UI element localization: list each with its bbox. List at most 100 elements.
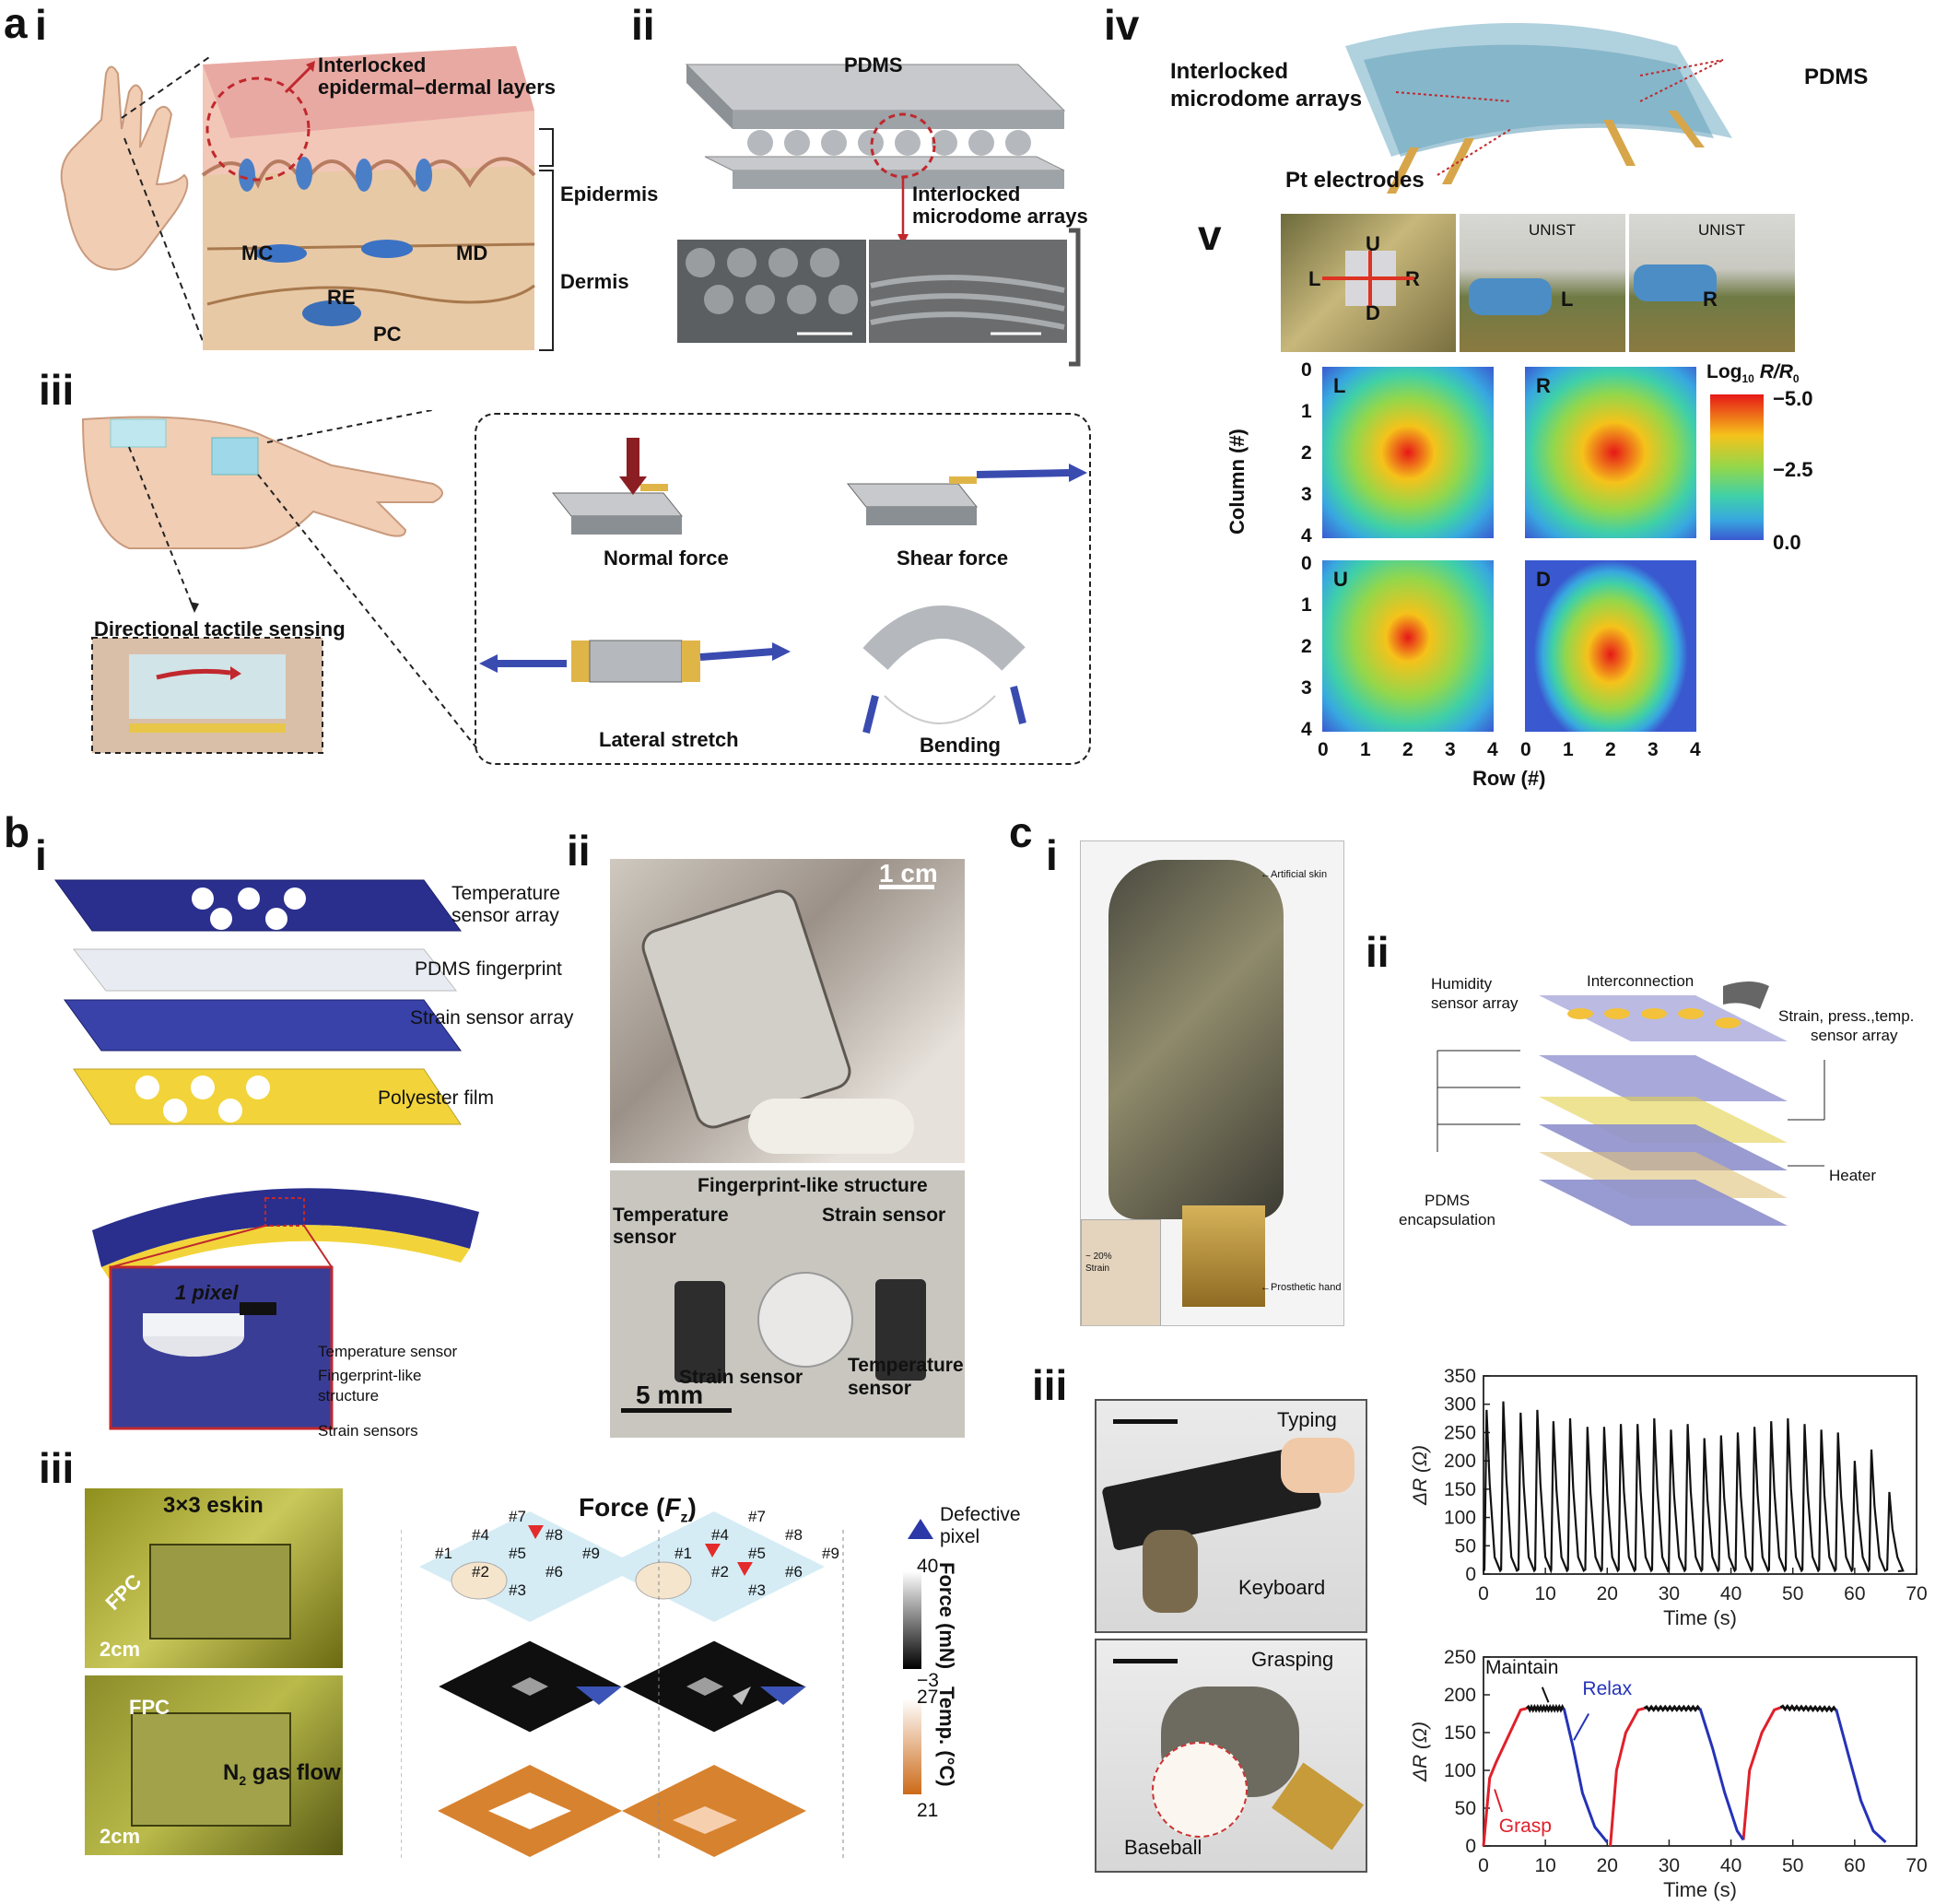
- directional-tactile-label: Directional tactile sensing: [94, 617, 346, 641]
- bending-arrow-left: [862, 695, 879, 734]
- pdms-encapsulation-label-1: PDMS: [1425, 1192, 1471, 1209]
- panel-b-ii-label: ii: [567, 827, 591, 875]
- photo-typing: Typing Keyboard: [1095, 1399, 1367, 1633]
- x-tick-4-left: 4: [1487, 739, 1498, 760]
- panel-c-i-label: i: [1046, 831, 1058, 879]
- x-tick-label: 0: [1478, 1583, 1489, 1604]
- grasp-arrow: [1494, 1789, 1504, 1813]
- y-tick-label: 300: [1444, 1394, 1476, 1416]
- pdms-encapsulation-label-2: encapsulation: [1399, 1211, 1495, 1228]
- zoom-line-top: [121, 54, 213, 119]
- series-relax-line: [1562, 1708, 1609, 1843]
- x-tick-label: 60: [1844, 1583, 1865, 1604]
- grasping-label: Grasping: [1251, 1648, 1334, 1671]
- y-tick-2-top: 2: [1301, 442, 1312, 464]
- photo-r-label: R: [1703, 288, 1718, 311]
- panel-a-ii-label: ii: [631, 1, 655, 49]
- x-tick-label: 0: [1478, 1855, 1489, 1876]
- pixel-label: 1 pixel: [175, 1281, 239, 1304]
- epidermis-label: Epidermis: [560, 182, 659, 206]
- fpc-label-1: FPC: [100, 1569, 147, 1615]
- heatmap-r-label: R: [1536, 374, 1551, 397]
- y-tick-1-bot: 1: [1301, 594, 1312, 616]
- ruffini-ending: [255, 244, 307, 263]
- photo-eskin: 3×3 eskin FPC 2cm: [85, 1488, 343, 1668]
- interlocked-label: Interlocked: [318, 53, 427, 76]
- lateral-stretch-label: Lateral stretch: [599, 728, 739, 751]
- pdms-fingerprint-label: PDMS fingerprint: [415, 958, 562, 980]
- plot-frame: [1483, 1375, 1917, 1575]
- y-tick-label: 0: [1465, 1836, 1476, 1857]
- temp-min-tick: 21: [917, 1800, 939, 1821]
- strain-sensor-array-layer: [64, 999, 462, 1052]
- humidity-label-2: sensor array: [1431, 994, 1519, 1012]
- microdome-label-iv: microdome arrays: [1170, 87, 1363, 112]
- defective-pixel-icon: [908, 1519, 933, 1539]
- series-maintain-line: [1525, 1703, 1566, 1713]
- force-temp-pixel-maps: [401, 1511, 844, 1862]
- wrist-sensor-illustration: [81, 410, 479, 754]
- series-grasp-line: [1482, 1707, 1528, 1847]
- pacinian-corpuscle: [302, 300, 361, 326]
- panel-letter-a: a: [4, 0, 28, 47]
- panel-b-iii-label: iii: [39, 1444, 75, 1492]
- panel-letter-c: c: [1009, 808, 1033, 856]
- heatmap-r: R: [1525, 367, 1696, 538]
- keyboard-label: Keyboard: [1238, 1576, 1326, 1599]
- photo-sensor-directions: U L R D: [1281, 214, 1456, 352]
- y-tick-3-bot: 3: [1301, 677, 1312, 699]
- y-tick-label: 200: [1444, 1451, 1476, 1472]
- y-tick-label: 200: [1444, 1685, 1476, 1706]
- interlocked-label-iv: Interlocked: [1170, 59, 1289, 84]
- panel-a-i-label: i: [35, 1, 47, 49]
- colorbar-top-tick: −5.0: [1773, 387, 1813, 410]
- humidity-label-1: Humidity: [1431, 975, 1493, 993]
- relax-arrow: [1573, 1713, 1590, 1741]
- x-axis-label: Time (s): [1663, 1878, 1737, 1901]
- y-tick-label: 150: [1444, 1722, 1476, 1744]
- heatmap-ylabel: Column (#): [1226, 429, 1249, 535]
- x-tick-label: 70: [1906, 1855, 1927, 1876]
- force-colorbar: [903, 1571, 921, 1669]
- force-arrow-right-1: [705, 1544, 721, 1557]
- strain-press-temp-label-1: Strain, press.,temp.: [1778, 1007, 1915, 1025]
- y-tick-label: 50: [1455, 1535, 1476, 1557]
- epidermis-top: [203, 46, 534, 138]
- x-tick-label: 30: [1659, 1855, 1680, 1876]
- y-tick-0-bot: 0: [1301, 553, 1312, 574]
- series-maintain-line: [1779, 1704, 1837, 1713]
- x-tick-2-right: 2: [1605, 739, 1616, 760]
- unist-logo-1: UNIST: [1529, 221, 1576, 239]
- heatmap-d-label: D: [1536, 568, 1551, 591]
- y-tick-label: 150: [1444, 1479, 1476, 1500]
- x-axis-label: Time (s): [1663, 1606, 1737, 1629]
- temp-axis-label: Temp. (°C): [935, 1687, 958, 1787]
- grasp-annotation: Grasp: [1499, 1816, 1552, 1837]
- x-tick-label: 50: [1782, 1583, 1803, 1604]
- photo-right-swipe: R UNIST: [1629, 214, 1795, 352]
- re-label: RE: [327, 286, 356, 309]
- dir-u-label: U: [1366, 232, 1380, 255]
- y-tick-4-top: 4: [1301, 525, 1312, 547]
- heatmap-l-label: L: [1333, 374, 1346, 397]
- n2-gas-label: N2 gas flow: [223, 1760, 341, 1788]
- interconnection-label: Interconnection: [1587, 972, 1695, 990]
- strain-sensors-label: Strain sensors: [318, 1422, 418, 1440]
- temp-colorbar: [903, 1698, 921, 1794]
- x-tick-label: 10: [1534, 1855, 1555, 1876]
- force-fz-title: Force (Fz): [579, 1493, 697, 1526]
- pdms-label-ii: PDMS: [844, 53, 903, 76]
- photo-left-swipe: L UNIST: [1460, 214, 1625, 352]
- prosthetic-hand-label: ←Prosthetic hand: [1261, 1282, 1342, 1293]
- relax-annotation: Relax: [1582, 1678, 1632, 1699]
- fp-struct-label-1: Fingerprint-like: [318, 1367, 422, 1384]
- x-tick-3-left: 3: [1445, 739, 1456, 760]
- x-tick-label: 30: [1659, 1583, 1680, 1604]
- unist-logo-2: UNIST: [1698, 221, 1745, 239]
- interlock-highlight-circle: [205, 76, 311, 182]
- x-tick-label: 40: [1720, 1583, 1742, 1604]
- microdome-label-ii: microdome arrays: [912, 205, 1088, 228]
- panel-c-ii-label: ii: [1366, 928, 1390, 976]
- typing-trace: [1483, 1401, 1905, 1574]
